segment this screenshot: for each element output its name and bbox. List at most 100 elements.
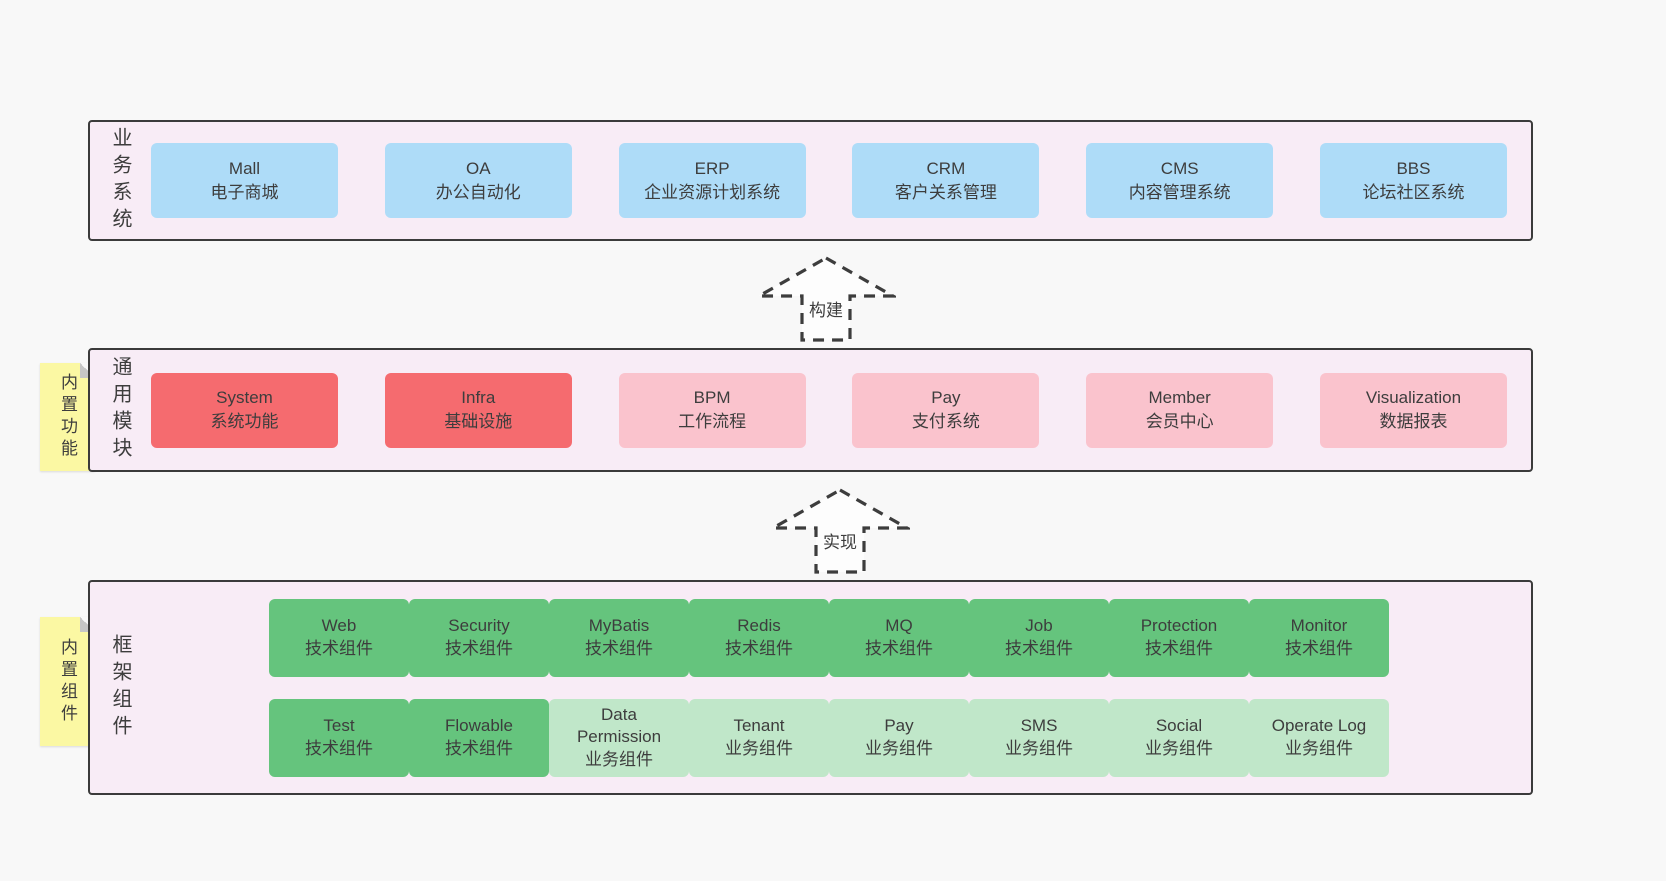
- framework-row-1: Web 技术组件 Security 技术组件 MyBatis 技术组件 Redi…: [269, 598, 1389, 677]
- box-title: Web: [321, 616, 357, 636]
- box-web: Web 技术组件: [269, 598, 409, 677]
- box-bbs: BBS 论坛社区系统: [1319, 143, 1507, 218]
- box-title: Visualization: [1365, 388, 1462, 408]
- box-subtitle: 技术组件: [585, 638, 653, 658]
- box-subtitle: 数据报表: [1379, 412, 1448, 431]
- box-title: Data Permission: [576, 704, 662, 747]
- box-monitor: Monitor 技术组件: [1249, 598, 1389, 677]
- box-pay-component: Pay 业务组件: [829, 698, 969, 777]
- box-subtitle: 业务组件: [725, 738, 793, 758]
- framework-row-2: Test 技术组件 Flowable 技术组件 Data Permission …: [269, 698, 1389, 777]
- box-mq: MQ 技术组件: [829, 598, 969, 677]
- box-subtitle: 业务组件: [585, 749, 653, 769]
- box-title: Job: [1025, 616, 1053, 636]
- box-oa: OA 办公自动化: [384, 143, 572, 218]
- sticky-note-built-in-components: 内置组件: [40, 617, 95, 746]
- box-subtitle: 业务组件: [1145, 738, 1213, 758]
- box-bpm: BPM 工作流程: [618, 372, 806, 448]
- box-pay-system: Pay 支付系统: [852, 372, 1040, 448]
- box-data-permission: Data Permission 业务组件: [549, 698, 689, 777]
- box-visualization: Visualization 数据报表: [1319, 372, 1507, 448]
- box-title: Monitor: [1290, 616, 1348, 636]
- box-subtitle: 支付系统: [911, 412, 980, 431]
- arrow-implement: 实现: [770, 487, 910, 575]
- layer-framework-components: 框架组件 Web 技术组件 Security 技术组件 MyBatis 技术组件…: [88, 580, 1533, 795]
- box-crm: CRM 客户关系管理: [852, 143, 1040, 218]
- box-title: Test: [323, 716, 355, 736]
- layer-label-business-systems: 业务系统: [109, 126, 131, 235]
- arrow-build: 构建: [756, 255, 896, 343]
- box-tenant: Tenant 业务组件: [689, 698, 829, 777]
- box-system: System 系统功能: [151, 372, 338, 448]
- box-protection: Protection 技术组件: [1109, 598, 1249, 677]
- box-test: Test 技术组件: [269, 698, 409, 777]
- box-security: Security 技术组件: [409, 598, 549, 677]
- box-title: Mall: [228, 158, 261, 178]
- box-title: BPM: [693, 388, 731, 408]
- box-infra: Infra 基础设施: [384, 372, 572, 448]
- box-mybatis: MyBatis 技术组件: [549, 598, 689, 677]
- box-title: System: [216, 388, 273, 408]
- box-subtitle: 业务组件: [865, 738, 933, 758]
- box-subtitle: 技术组件: [865, 638, 933, 658]
- common-modules-box-row: System 系统功能 Infra 基础设施 BPM 工作流程 Pay 支付系统…: [151, 372, 1507, 448]
- arrow-build-label: 构建: [807, 296, 845, 321]
- box-subtitle: 技术组件: [445, 738, 513, 758]
- layer-label-framework-components: 框架组件: [109, 633, 131, 742]
- box-subtitle: 办公自动化: [435, 182, 521, 202]
- box-erp: ERP 企业资源计划系统: [618, 143, 806, 218]
- box-title: Tenant: [733, 716, 785, 736]
- note-label: 内置组件: [58, 637, 77, 726]
- box-subtitle: 会员中心: [1145, 412, 1214, 431]
- box-subtitle: 论坛社区系统: [1362, 182, 1465, 202]
- box-subtitle: 系统功能: [210, 412, 279, 431]
- box-title: CMS: [1160, 158, 1199, 178]
- box-subtitle: 业务组件: [1285, 738, 1353, 758]
- box-subtitle: 电子商城: [210, 182, 279, 202]
- box-title: BBS: [1396, 158, 1431, 178]
- layer-business-systems: 业务系统 Mall 电子商城 OA 办公自动化 ERP 企业资源计划系统 CRM…: [88, 120, 1533, 241]
- box-title: Pay: [931, 388, 961, 408]
- box-title: Protection: [1140, 616, 1218, 636]
- box-subtitle: 基础设施: [444, 412, 513, 431]
- box-subtitle: 技术组件: [1145, 638, 1213, 658]
- box-subtitle: 技术组件: [305, 738, 373, 758]
- box-title: Operate Log: [1271, 716, 1367, 736]
- box-subtitle: 技术组件: [725, 638, 793, 658]
- box-title: SMS: [1020, 716, 1058, 736]
- box-title: Redis: [737, 616, 781, 636]
- box-title: Infra: [461, 388, 496, 408]
- box-mall: Mall 电子商城: [151, 143, 338, 218]
- note-label: 内置功能: [58, 373, 77, 461]
- box-redis: Redis 技术组件: [689, 598, 829, 677]
- box-title: Social: [1155, 716, 1203, 736]
- box-title: CRM: [926, 158, 966, 178]
- box-title: MQ: [885, 616, 913, 636]
- framework-components-grid: Web 技术组件 Security 技术组件 MyBatis 技术组件 Redi…: [151, 598, 1507, 777]
- box-job: Job 技术组件: [969, 598, 1109, 677]
- business-systems-box-row: Mall 电子商城 OA 办公自动化 ERP 企业资源计划系统 CRM 客户关系…: [151, 143, 1507, 218]
- layer-common-modules: 通用模块 System 系统功能 Infra 基础设施 BPM 工作流程 Pay…: [88, 348, 1533, 472]
- box-subtitle: 客户关系管理: [894, 182, 997, 202]
- layer-label-common-modules: 通用模块: [109, 356, 131, 464]
- box-subtitle: 工作流程: [678, 412, 747, 431]
- box-subtitle: 技术组件: [445, 638, 513, 658]
- box-subtitle: 技术组件: [1005, 638, 1073, 658]
- box-title: OA: [466, 158, 491, 178]
- box-title: Flowable: [444, 716, 514, 736]
- box-subtitle: 内容管理系统: [1128, 182, 1231, 202]
- box-title: ERP: [694, 158, 730, 178]
- arrow-implement-label: 实现: [821, 528, 859, 553]
- box-social: Social 业务组件: [1109, 698, 1249, 777]
- box-title: Member: [1148, 388, 1211, 408]
- sticky-note-built-in-functions: 内置功能: [40, 363, 95, 471]
- box-operate-log: Operate Log 业务组件: [1249, 698, 1389, 777]
- box-title: Security: [448, 616, 510, 636]
- box-subtitle: 企业资源计划系统: [644, 182, 781, 202]
- box-sms: SMS 业务组件: [969, 698, 1109, 777]
- box-title: Pay: [884, 716, 914, 736]
- box-title: MyBatis: [588, 616, 650, 636]
- box-cms: CMS 内容管理系统: [1086, 143, 1274, 218]
- box-subtitle: 业务组件: [1005, 738, 1073, 758]
